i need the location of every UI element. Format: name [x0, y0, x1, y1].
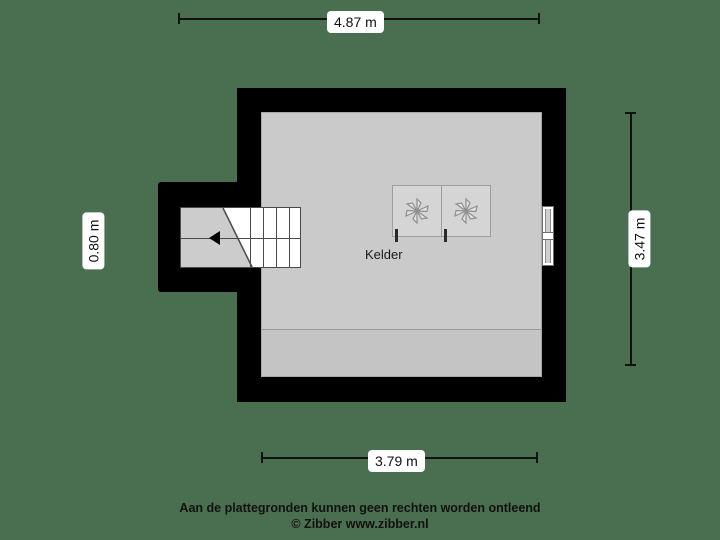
- window-pane-top: [545, 209, 551, 232]
- appliance-foot: [444, 229, 447, 242]
- dimension-top-cap-right: [538, 13, 540, 24]
- stair-walkline: [181, 238, 300, 239]
- staircase: [180, 207, 301, 268]
- dimension-bottom-label: 3.79 m: [368, 450, 425, 472]
- stair-tread-line: [276, 208, 277, 267]
- arrow-left-icon: [209, 231, 220, 245]
- stair-tread-line: [263, 208, 264, 267]
- dimension-right-cap-top: [625, 112, 636, 114]
- room-floor-band: [261, 329, 542, 377]
- dryer: [441, 185, 491, 242]
- dimension-left-label: 0.80 m: [82, 212, 105, 270]
- dimension-right-label: 3.47 m: [628, 210, 651, 268]
- asterisk-icon: [405, 197, 429, 225]
- dimension-top-cap-left: [178, 13, 180, 24]
- footer-copyright: © Zibber www.zibber.nl: [291, 517, 429, 531]
- dimension-top-label: 4.87 m: [327, 11, 384, 33]
- appliance-foot: [395, 229, 398, 242]
- stair-tread-line: [289, 208, 290, 267]
- window-pane-bottom: [545, 240, 551, 263]
- asterisk-icon: [454, 197, 478, 225]
- window-mullion: [543, 232, 553, 240]
- washing-machine: [392, 185, 442, 242]
- room-label-kelder: Kelder: [365, 247, 403, 262]
- dimension-bottom-cap-left: [261, 452, 263, 463]
- dimension-right-cap-bottom: [625, 364, 636, 366]
- footer-disclaimer: Aan de plattegronden kunnen geen rechten…: [179, 501, 541, 515]
- stair-tread-line: [250, 208, 251, 267]
- dimension-bottom-cap-right: [536, 452, 538, 463]
